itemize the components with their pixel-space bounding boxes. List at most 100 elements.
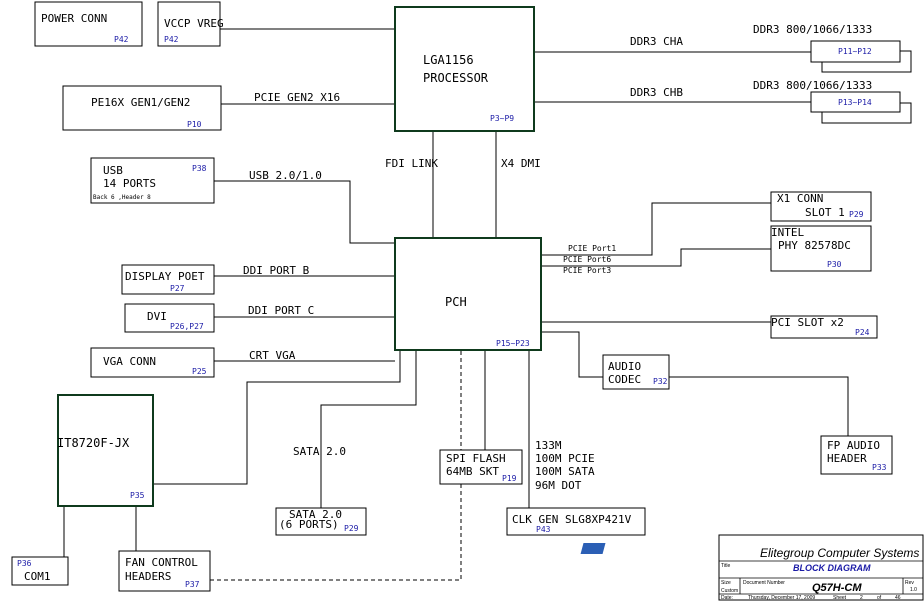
fp-audio-label-2: HEADER bbox=[827, 452, 867, 465]
processor-label-2: PROCESSOR bbox=[423, 71, 489, 85]
bus-pcie-port1: PCIE Port1 bbox=[568, 244, 616, 253]
tb-model: Q57H-CM bbox=[812, 582, 862, 594]
vga-box bbox=[90, 347, 215, 378]
audio-page: P32 bbox=[653, 377, 668, 386]
x1conn-box bbox=[770, 191, 872, 222]
clk-info-3: 100M SATA bbox=[535, 465, 595, 478]
clk-info-4: 96M DOT bbox=[535, 479, 582, 492]
bus-ddi-c: DDI PORT C bbox=[248, 304, 314, 317]
com1-box bbox=[11, 556, 69, 586]
vga-label: VGA CONN bbox=[103, 355, 156, 368]
tb-sheet-total: 46 bbox=[895, 595, 901, 601]
intel-phy-page: P30 bbox=[827, 260, 842, 269]
x1conn-label-2: SLOT 1 bbox=[805, 206, 845, 219]
wire-fp-audio bbox=[669, 376, 849, 436]
wires bbox=[63, 28, 849, 581]
ddr-a-page: P11~P12 bbox=[838, 47, 872, 56]
tb-title-label: Title bbox=[721, 563, 730, 569]
wire-fan-dashed bbox=[210, 351, 462, 581]
sata-page: P29 bbox=[344, 524, 359, 533]
fan-label-1: FAN CONTROL bbox=[125, 556, 198, 569]
sata-label-1: SATA 2.0 bbox=[289, 508, 342, 521]
dvi-label: DVI bbox=[147, 310, 167, 323]
vccp-vreg-box bbox=[157, 1, 221, 47]
bus-pcie-gen2: PCIE GEN2 X16 bbox=[254, 91, 340, 104]
bus-sata: SATA 2.0 bbox=[293, 445, 346, 458]
pci-slot-label: PCI SLOT x2 bbox=[771, 316, 844, 329]
spi-label-1: SPI FLASH bbox=[446, 452, 506, 465]
title-block: ECS Elitegroup Computer Systems Title BL… bbox=[580, 534, 924, 601]
audio-label-2: CODEC bbox=[608, 373, 641, 386]
clk-info-1: 133M bbox=[535, 439, 562, 452]
ddr-b-bus: DDR3 CHB bbox=[630, 86, 683, 99]
fp-audio-label-1: FP AUDIO bbox=[827, 439, 880, 452]
com1-page: P36 bbox=[17, 559, 32, 568]
dvi-box bbox=[124, 303, 215, 333]
tb-rev-label: Rev bbox=[905, 580, 914, 586]
ddr-a-title: DDR3 800/1066/1333 bbox=[753, 23, 872, 36]
vccp-vreg-label: VCCP VREG bbox=[164, 17, 224, 30]
usb-box bbox=[90, 157, 215, 204]
superio-label: IT8720F-JX bbox=[57, 436, 130, 450]
tb-docnum-label: Document Number bbox=[743, 580, 785, 586]
bus-usb: USB 2.0/1.0 bbox=[249, 169, 322, 182]
superio-box bbox=[57, 394, 154, 507]
clk-label: CLK GEN SLG8XP421V bbox=[512, 513, 632, 526]
wire-sio-pch bbox=[153, 351, 401, 485]
tb-company: Elitegroup Computer Systems bbox=[760, 546, 919, 560]
tb-title: BLOCK DIAGRAM bbox=[793, 563, 871, 573]
ddr-b-slot bbox=[810, 91, 901, 113]
pe16x-label: PE16X GEN1/GEN2 bbox=[91, 96, 190, 109]
pci-slot-page: P24 bbox=[855, 328, 870, 337]
pch-label: PCH bbox=[445, 295, 467, 309]
power-conn-page: P42 bbox=[114, 35, 129, 44]
clk-info-2: 100M PCIE bbox=[535, 452, 595, 465]
ddr-a-bus: DDR3 CHA bbox=[630, 35, 683, 48]
processor-box bbox=[394, 6, 535, 132]
bus-dmi: X4 DMI bbox=[501, 157, 541, 170]
audio-box bbox=[602, 354, 670, 390]
com1-label: COM1 bbox=[24, 570, 51, 583]
ddr-b-title: DDR3 800/1066/1333 bbox=[753, 79, 872, 92]
tb-size-value: Custom bbox=[721, 588, 738, 594]
pe16x-box bbox=[62, 85, 222, 131]
usb-note: Back 6 ,Header 8 bbox=[93, 194, 151, 201]
spi-page: P19 bbox=[502, 474, 517, 483]
vccp-vreg-page: P42 bbox=[164, 35, 179, 44]
x1conn-page: P29 bbox=[849, 210, 864, 219]
title-block-frame bbox=[718, 534, 924, 601]
display-port-page: P27 bbox=[170, 284, 185, 293]
tb-sheet-label: Sheet bbox=[833, 595, 847, 601]
tb-date-value: Thursday, December 17, 2009 bbox=[748, 595, 815, 601]
processor-page: P3~P9 bbox=[490, 114, 514, 123]
clk-box bbox=[506, 507, 646, 536]
wire-pcie-port1 bbox=[541, 202, 771, 256]
usb-label-1: USB bbox=[103, 164, 123, 177]
spi-label-2: 64MB SKT bbox=[446, 465, 499, 478]
intel-phy-label-2: PHY 82578DC bbox=[778, 239, 851, 252]
tb-rev-value: 1.0 bbox=[910, 587, 917, 593]
vga-page: P25 bbox=[192, 367, 207, 376]
tb-of-label: of bbox=[877, 595, 882, 601]
fp-audio-box bbox=[820, 435, 893, 475]
bus-pcie-port6: PCIE Port6 bbox=[563, 255, 611, 264]
wire-sata bbox=[320, 351, 417, 508]
bus-pcie-port3: PCIE Port3 bbox=[563, 266, 611, 275]
wire-pcie-port6 bbox=[541, 248, 771, 267]
superio-page: P35 bbox=[130, 491, 145, 500]
bus-fdi: FDI LINK bbox=[385, 157, 438, 170]
audio-label-1: AUDIO bbox=[608, 360, 641, 373]
ddr-b-page: P13~P14 bbox=[838, 98, 872, 107]
tb-date-label: Date: bbox=[721, 595, 733, 601]
display-port-box bbox=[121, 264, 215, 295]
bus-ddi-b: DDI PORT B bbox=[243, 264, 310, 277]
spi-box bbox=[439, 449, 523, 485]
intel-phy-label-1: INTEL bbox=[771, 226, 804, 239]
fan-box bbox=[118, 550, 211, 592]
sata-box bbox=[275, 507, 367, 536]
usb-page: P38 bbox=[192, 164, 207, 173]
ecs-logo-shape bbox=[580, 543, 606, 554]
processor-label-1: LGA1156 bbox=[423, 53, 474, 67]
display-port-label: DISPLAY POET bbox=[125, 270, 205, 283]
